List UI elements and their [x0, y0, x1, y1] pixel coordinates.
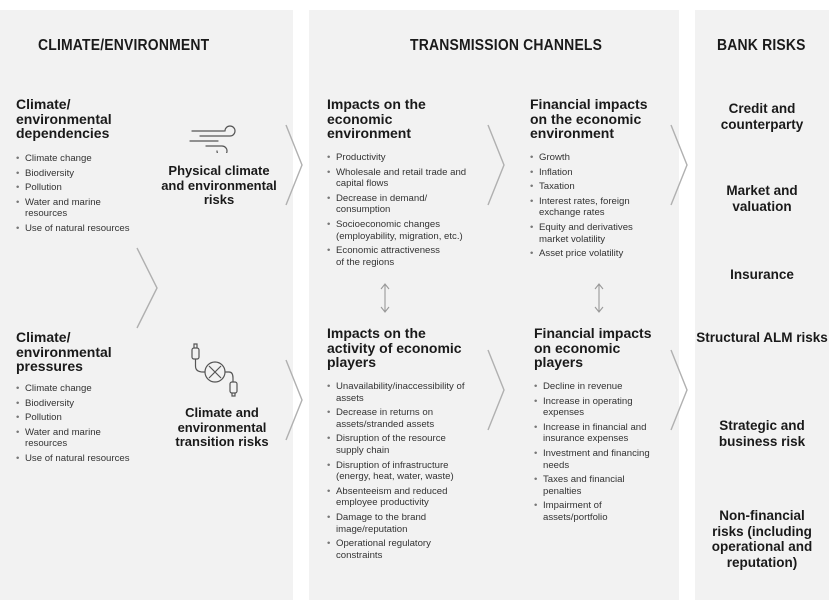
list-item: Climate change — [16, 383, 146, 395]
list-item: Biodiversity — [16, 398, 146, 410]
list-item: Taxes and financial penalties — [534, 474, 648, 497]
climate-environment-header: CLIMATE/ENVIRONMENT — [38, 37, 210, 54]
bank-risk-market: Market and valuation — [726, 183, 798, 214]
list-item: Unavailability/inaccessibility of assets — [327, 381, 467, 404]
list-item: Absenteeism and reduced employee product… — [327, 486, 466, 509]
financial-players-title: Financial impacts on economic players — [534, 325, 652, 370]
bank-risk-strategic: Strategic and business risk — [718, 418, 806, 449]
chevron-right-icon — [670, 124, 688, 206]
up-down-arrow-icon — [380, 283, 390, 313]
list-item: Water and marine resources — [16, 197, 115, 220]
list-item: Inflation — [530, 167, 660, 179]
list-item: Growth — [530, 152, 660, 164]
transmission-channels-header: TRANSMISSION CHANNELS — [410, 37, 603, 54]
list-item: Wholesale and retail trade and capital f… — [327, 167, 471, 190]
list-item: Damage to the brand image/reputation — [327, 512, 446, 535]
list-item: Asset price volatility — [530, 248, 660, 260]
list-item: Use of natural resources — [16, 223, 146, 235]
pressures-title: Climate/ environmental pressures — [16, 329, 112, 374]
list-item: Decrease in demand/ consumption — [327, 193, 446, 216]
list-item: Taxation — [530, 181, 660, 193]
list-item: Water and marine resources — [16, 427, 115, 450]
chevron-right-icon — [670, 349, 688, 431]
dependencies-title: Climate/ environmental dependencies — [16, 96, 112, 141]
list-item: Investment and financing needs — [534, 448, 668, 471]
bank-risks-panel — [695, 10, 829, 600]
chevron-right-icon — [487, 124, 505, 206]
list-item: Productivity — [327, 152, 497, 164]
pressures-list: Climate change Biodiversity Pollution Wa… — [16, 383, 146, 468]
chevron-right-icon — [487, 349, 505, 431]
wind-icon — [189, 125, 236, 153]
economic-environment-title: Impacts on the economic environment — [327, 96, 426, 141]
financial-environment-list: Growth Inflation Taxation Interest rates… — [530, 152, 660, 263]
chevron-right-icon — [285, 359, 303, 441]
list-item: Pollution — [16, 182, 146, 194]
physical-risk-label: Physical climate and environmental risks — [161, 163, 277, 207]
list-item: Decline in revenue — [534, 381, 664, 393]
bank-risks-header: BANK RISKS — [717, 37, 806, 54]
list-item: Interest rates, foreign exchange rates — [530, 196, 660, 219]
list-item: Increase in financial and insurance expe… — [534, 422, 665, 445]
climate-environment-panel — [0, 10, 293, 600]
list-item: Impairment of assets/portfolio — [534, 500, 638, 523]
list-item: Disruption of the resource supply chain — [327, 433, 461, 456]
economic-environment-list: Productivity Wholesale and retail trade … — [327, 152, 497, 271]
list-item: Increase in operating expenses — [534, 396, 643, 419]
chevron-right-icon — [285, 124, 303, 206]
list-item: Pollution — [16, 412, 146, 424]
bank-risk-insurance: Insurance — [730, 267, 794, 282]
list-item: Biodiversity — [16, 168, 146, 180]
transition-risk-label: Climate and environmental transition ris… — [175, 405, 269, 449]
list-item: Equity and derivatives market volatility — [530, 222, 654, 245]
list-item: Use of natural resources — [16, 453, 146, 465]
list-item: Socioeconomic changes (employability, mi… — [327, 219, 497, 242]
economic-players-list: Unavailability/inaccessibility of assets… — [327, 381, 467, 564]
economic-players-title: Impacts on the activity of economic play… — [327, 325, 462, 370]
bank-risk-non-financial: Non-financial risks (including operation… — [711, 508, 813, 570]
financial-players-list: Decline in revenue Increase in operating… — [534, 381, 664, 527]
list-item: Economic attractiveness of the regions — [327, 245, 441, 268]
dependencies-list: Climate change Biodiversity Pollution Wa… — [16, 153, 146, 238]
chevron-right-icon — [136, 247, 158, 329]
list-item: Operational regulatory constraints — [327, 538, 441, 561]
financial-environment-title: Financial impacts on the economic enviro… — [530, 96, 648, 141]
list-item: Decrease in returns on assets/stranded a… — [327, 407, 454, 430]
bank-risk-structural-alm: Structural ALM risks — [696, 330, 828, 345]
up-down-arrow-icon — [594, 283, 604, 313]
list-item: Climate change — [16, 153, 146, 165]
list-item: Disruption of infrastructure (energy, he… — [327, 460, 467, 483]
pipeline-valve-icon — [191, 343, 238, 397]
bank-risk-credit: Credit and counterparty — [720, 101, 804, 132]
